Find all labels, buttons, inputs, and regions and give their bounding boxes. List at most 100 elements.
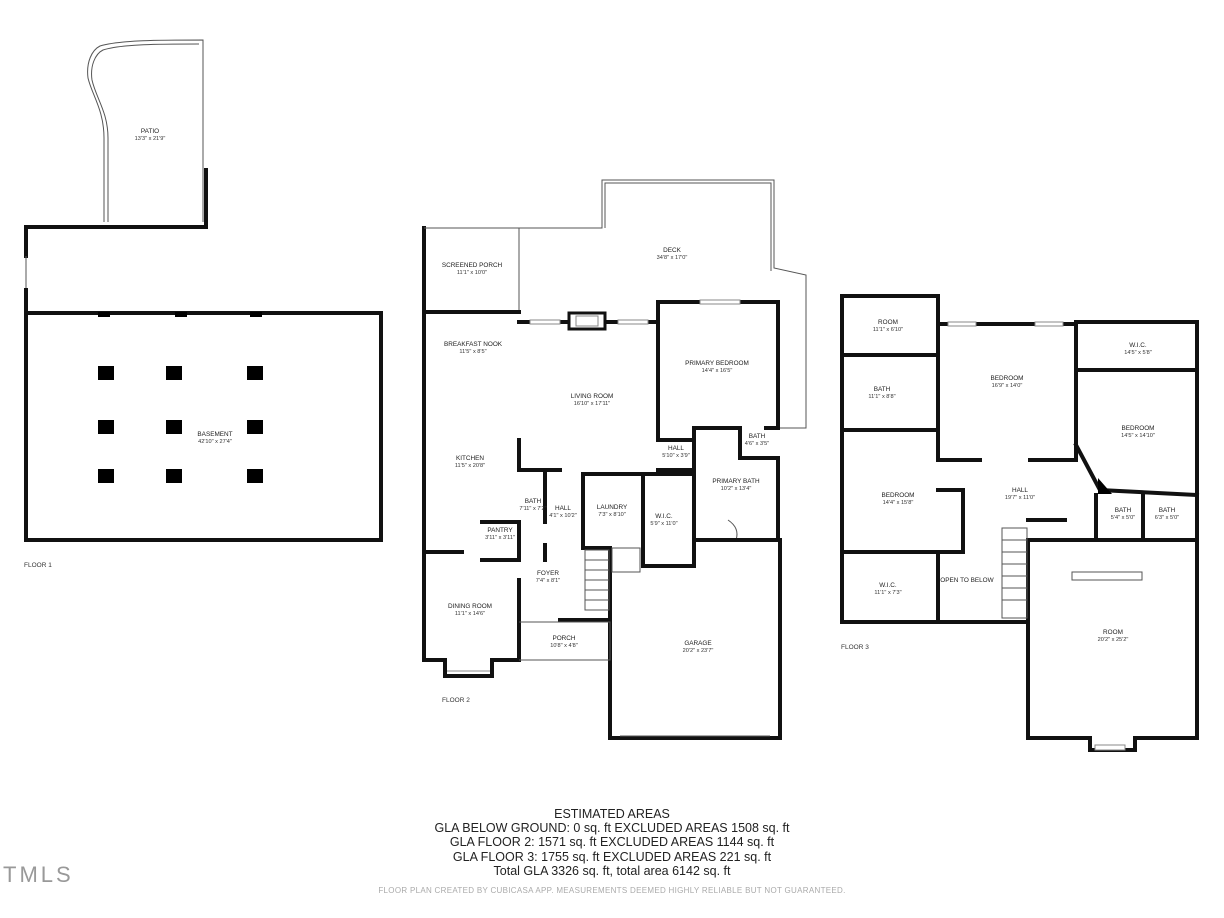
bedroom-2-south-wall	[1073, 442, 1200, 498]
room-name: BATH	[874, 386, 891, 393]
room-name: DINING ROOM	[448, 603, 492, 610]
floor-1-upper-wall	[24, 168, 208, 258]
room-name: W.I.C.	[655, 513, 673, 520]
primary-bedroom-west-wall	[656, 300, 692, 442]
basement-column	[98, 366, 114, 380]
floor-3-west-wall	[840, 294, 1030, 624]
room-dimensions: 4'1" x 10'2"	[549, 513, 577, 519]
room-name: ROOM	[878, 319, 898, 326]
areas-heading: ESTIMATED AREAS	[554, 807, 670, 821]
room-dimensions: 34'8" x 17'0"	[657, 255, 688, 261]
room-dimensions: 42'10" x 27'4"	[198, 439, 232, 445]
room-name: BASEMENT	[197, 431, 232, 438]
bedroom-east-wall	[1028, 320, 1078, 462]
room-name: LAUNDRY	[597, 504, 628, 511]
window	[1094, 744, 1126, 751]
room-name: BREAKFAST NOOK	[444, 341, 503, 348]
deck-outline	[519, 179, 807, 429]
window	[699, 299, 741, 305]
room-name: W.I.C.	[879, 582, 897, 589]
room-dimensions: 11'1" x 8'8"	[868, 394, 895, 400]
basement-column	[166, 420, 182, 434]
room-dimensions: 11'5" x 20'8"	[455, 463, 485, 469]
stairs	[1001, 527, 1028, 619]
room-name: PANTRY	[487, 527, 513, 534]
floor-1-plan	[24, 39, 383, 542]
chimney-marker	[1098, 478, 1112, 494]
floor-label: FLOOR 2	[442, 697, 470, 704]
room-name: FOYER	[537, 570, 559, 577]
window	[947, 321, 977, 327]
areas-line: GLA FLOOR 3: 1755 sq. ft EXCLUDED AREAS …	[452, 849, 772, 864]
floor-2-west-wall	[422, 226, 447, 662]
room-name: PRIMARY BEDROOM	[685, 360, 749, 367]
areas-line: Total GLA 3326 sq. ft, total area 6142 s…	[493, 863, 731, 878]
bath-walls	[738, 426, 780, 542]
wic-garage-walls	[641, 472, 782, 740]
basement-beam	[98, 312, 110, 317]
room-name: BATH	[1159, 507, 1176, 514]
floor-label: FLOOR 1	[24, 562, 52, 569]
room-dimensions: 7'11" x 7'2"	[519, 506, 546, 512]
floor-3-plan	[840, 294, 1200, 752]
pantry-walls	[480, 520, 521, 562]
basement-column	[247, 420, 263, 434]
room-dimensions: 6'3" x 5'0"	[1155, 515, 1179, 521]
window	[529, 319, 561, 325]
room-name: PATIO	[141, 128, 159, 135]
room-dimensions: 3'11" x 3'11"	[485, 535, 515, 541]
room-dimensions: 11'1" x 6'10"	[873, 327, 903, 333]
bedroom-3-walls	[840, 488, 965, 554]
mls-logo: TMLS	[3, 862, 74, 887]
room-name: SCREENED PORCH	[442, 262, 503, 269]
room-name: HALL	[1012, 487, 1028, 494]
room-name: PRIMARY BATH	[712, 478, 760, 485]
room-dimensions: 11'5" x 8'5"	[459, 349, 486, 355]
room-name: KITCHEN	[456, 455, 484, 462]
primary-bath-tub	[727, 519, 738, 541]
disclaimer: FLOOR PLAN CREATED BY CUBICASA APP. MEAS…	[378, 886, 846, 895]
basement-column	[166, 469, 182, 483]
room-dimensions: 20'2" x 25'2"	[1098, 637, 1129, 643]
areas-line: GLA BELOW GROUND: 0 sq. ft EXCLUDED AREA…	[434, 821, 790, 836]
room-name: BATH	[749, 433, 766, 440]
room-dimensions: 5'9" x 11'0"	[650, 521, 677, 527]
basement-walls	[24, 311, 383, 542]
estimated-areas: ESTIMATED AREAS GLA BELOW GROUND: 0 sq. …	[412, 807, 812, 878]
room-dimensions: 10'8" x 4'8"	[550, 643, 578, 649]
room-dimensions: 14'4" x 15'8"	[883, 500, 914, 506]
bay-window-wall	[443, 658, 494, 678]
room-name: BEDROOM	[990, 375, 1023, 382]
patio-curve-inner	[91, 43, 200, 222]
room-dimensions: 14'4" x 16'5"	[702, 368, 733, 374]
room-dimensions: 11'1" x 14'6"	[455, 611, 485, 617]
room-name: BATH	[525, 498, 542, 505]
room-dimensions: 20'2" x 23'7"	[683, 648, 714, 654]
room-dimensions: 11'1" x 7'3"	[874, 590, 901, 596]
basement-column	[98, 469, 114, 483]
dining-south-wall	[490, 618, 521, 662]
room-name: HALL	[555, 505, 571, 512]
room-name: BEDROOM	[1121, 425, 1154, 432]
basement-column	[247, 366, 263, 380]
bath-bedroom-wall	[936, 322, 982, 462]
room-dimensions: 7'3" x 8'10"	[598, 512, 626, 518]
room-dimensions: 14'5" x 5'8"	[1124, 350, 1152, 356]
room-dimensions: 19'7" x 11'0"	[1005, 495, 1035, 501]
room-dimensions: 7'4" x 8'1"	[536, 578, 560, 584]
porch-outline	[519, 621, 611, 661]
deck-railing-inner	[604, 182, 772, 271]
patio-outline	[87, 39, 204, 222]
room-dimensions: 5'10" x 3'9"	[662, 453, 690, 459]
window	[1034, 321, 1064, 327]
basement-column	[98, 420, 114, 434]
garage-walls	[608, 546, 782, 740]
basement-beam	[175, 312, 187, 317]
fireplace-hearth	[575, 315, 599, 327]
room-name: BATH	[1115, 507, 1132, 514]
room-dimensions: 14'5" x 14'10"	[1121, 433, 1155, 439]
room-dimensions: 16'10" x 17'11"	[574, 401, 611, 407]
